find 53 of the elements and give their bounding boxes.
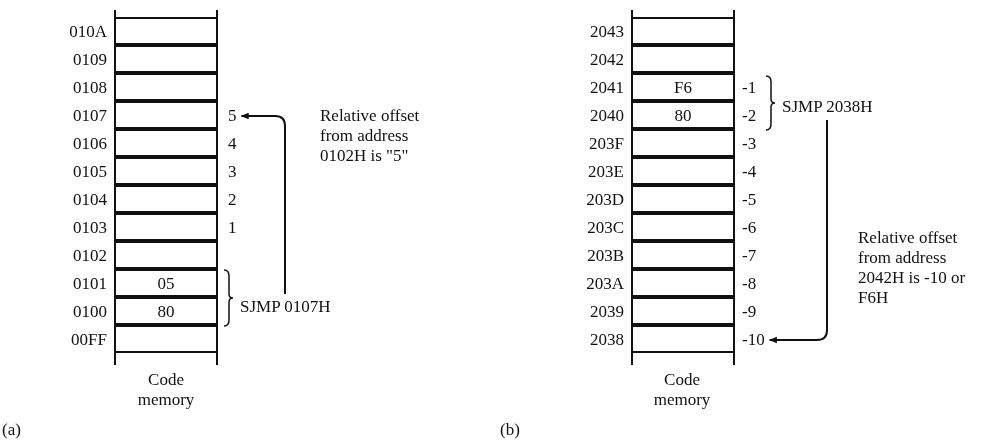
column-caption: Code memory <box>652 370 712 410</box>
offset-number: -3 <box>742 134 757 154</box>
address-label: 0103 <box>73 218 107 238</box>
instruction-label: SJMP 2038H <box>782 97 873 117</box>
cell-value: 05 <box>156 274 176 294</box>
offset-number: -8 <box>742 274 757 294</box>
offset-number: -10 <box>742 330 765 350</box>
address-label: 203A <box>586 274 624 294</box>
address-label: 2038 <box>590 330 624 350</box>
offset-number: -9 <box>742 302 757 322</box>
cell-value: 80 <box>156 302 176 322</box>
cell-value: 80 <box>673 106 693 126</box>
address-label: 2040 <box>590 106 624 126</box>
arrow <box>768 119 828 344</box>
offset-number: 2 <box>228 190 237 210</box>
address-label: 0101 <box>73 274 107 294</box>
address-label: 010A <box>69 22 107 42</box>
offset-number: 4 <box>228 134 237 154</box>
address-label: 0105 <box>73 162 107 182</box>
address-label: 0108 <box>73 78 107 98</box>
address-label: 2043 <box>590 22 624 42</box>
offset-number: 1 <box>228 218 237 238</box>
address-label: 0100 <box>73 302 107 322</box>
note-text: Relative offset from address 2042H is -10 or F6H <box>858 228 967 308</box>
offset-number: 3 <box>228 162 237 182</box>
instruction-label: SJMP 0107H <box>240 297 331 317</box>
address-label: 203C <box>587 218 624 238</box>
address-label: 203D <box>586 190 624 210</box>
offset-number: 5 <box>228 106 237 126</box>
address-label: 203F <box>589 134 624 154</box>
address-label: 2042 <box>590 50 624 70</box>
address-label: 0109 <box>73 50 107 70</box>
address-label: 0107 <box>73 106 107 126</box>
offset-number: -7 <box>742 246 757 266</box>
offset-number: -4 <box>742 162 757 182</box>
offset-number: -2 <box>742 106 757 126</box>
offset-number: -5 <box>742 190 757 210</box>
cell-value: F6 <box>673 78 693 98</box>
address-label: 203B <box>587 246 624 266</box>
address-label: 0104 <box>73 190 107 210</box>
address-label: 00FF <box>71 330 107 350</box>
arrow <box>240 112 286 295</box>
address-label: 2039 <box>590 302 624 322</box>
offset-number: -6 <box>742 218 757 238</box>
offset-number: -1 <box>742 78 757 98</box>
address-label: 203E <box>588 162 624 182</box>
panel-label: (a) <box>2 420 21 440</box>
address-label: 0102 <box>73 246 107 266</box>
note-text: Relative offset from address 0102H is "5" <box>320 106 421 166</box>
column-caption: Code memory <box>136 370 196 410</box>
panel-label: (b) <box>500 420 520 440</box>
address-label: 2041 <box>590 78 624 98</box>
address-label: 0106 <box>73 134 107 154</box>
